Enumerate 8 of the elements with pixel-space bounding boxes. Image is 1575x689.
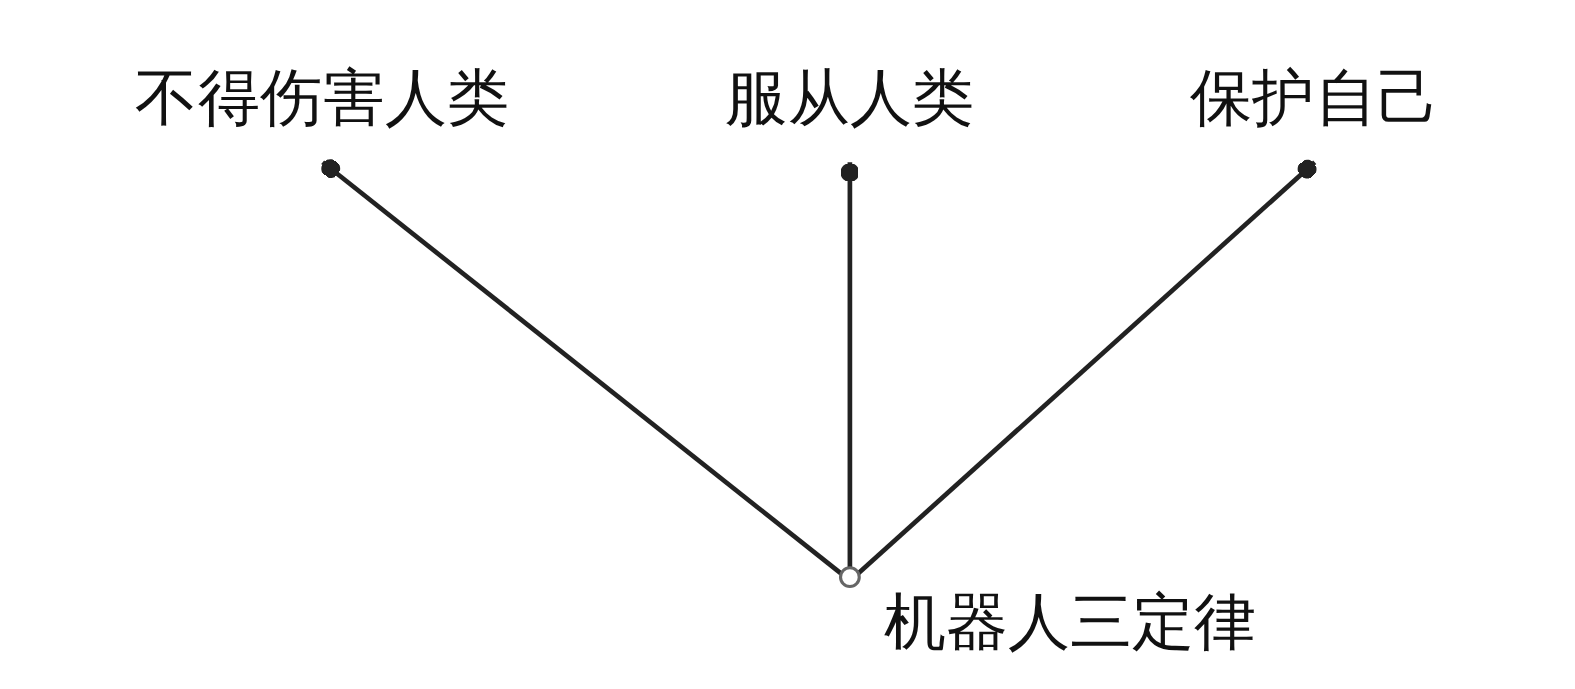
connector — [321, 159, 843, 576]
connector — [840, 162, 860, 568]
node-caption: 机器人三定律 — [884, 584, 1257, 658]
node-text: 服从人类 — [725, 60, 975, 133]
node-text: 不得伤害人类 — [135, 60, 510, 133]
connector — [856, 159, 1317, 575]
node-circle — [838, 566, 861, 589]
node-text: 保护自己 — [1189, 60, 1440, 133]
